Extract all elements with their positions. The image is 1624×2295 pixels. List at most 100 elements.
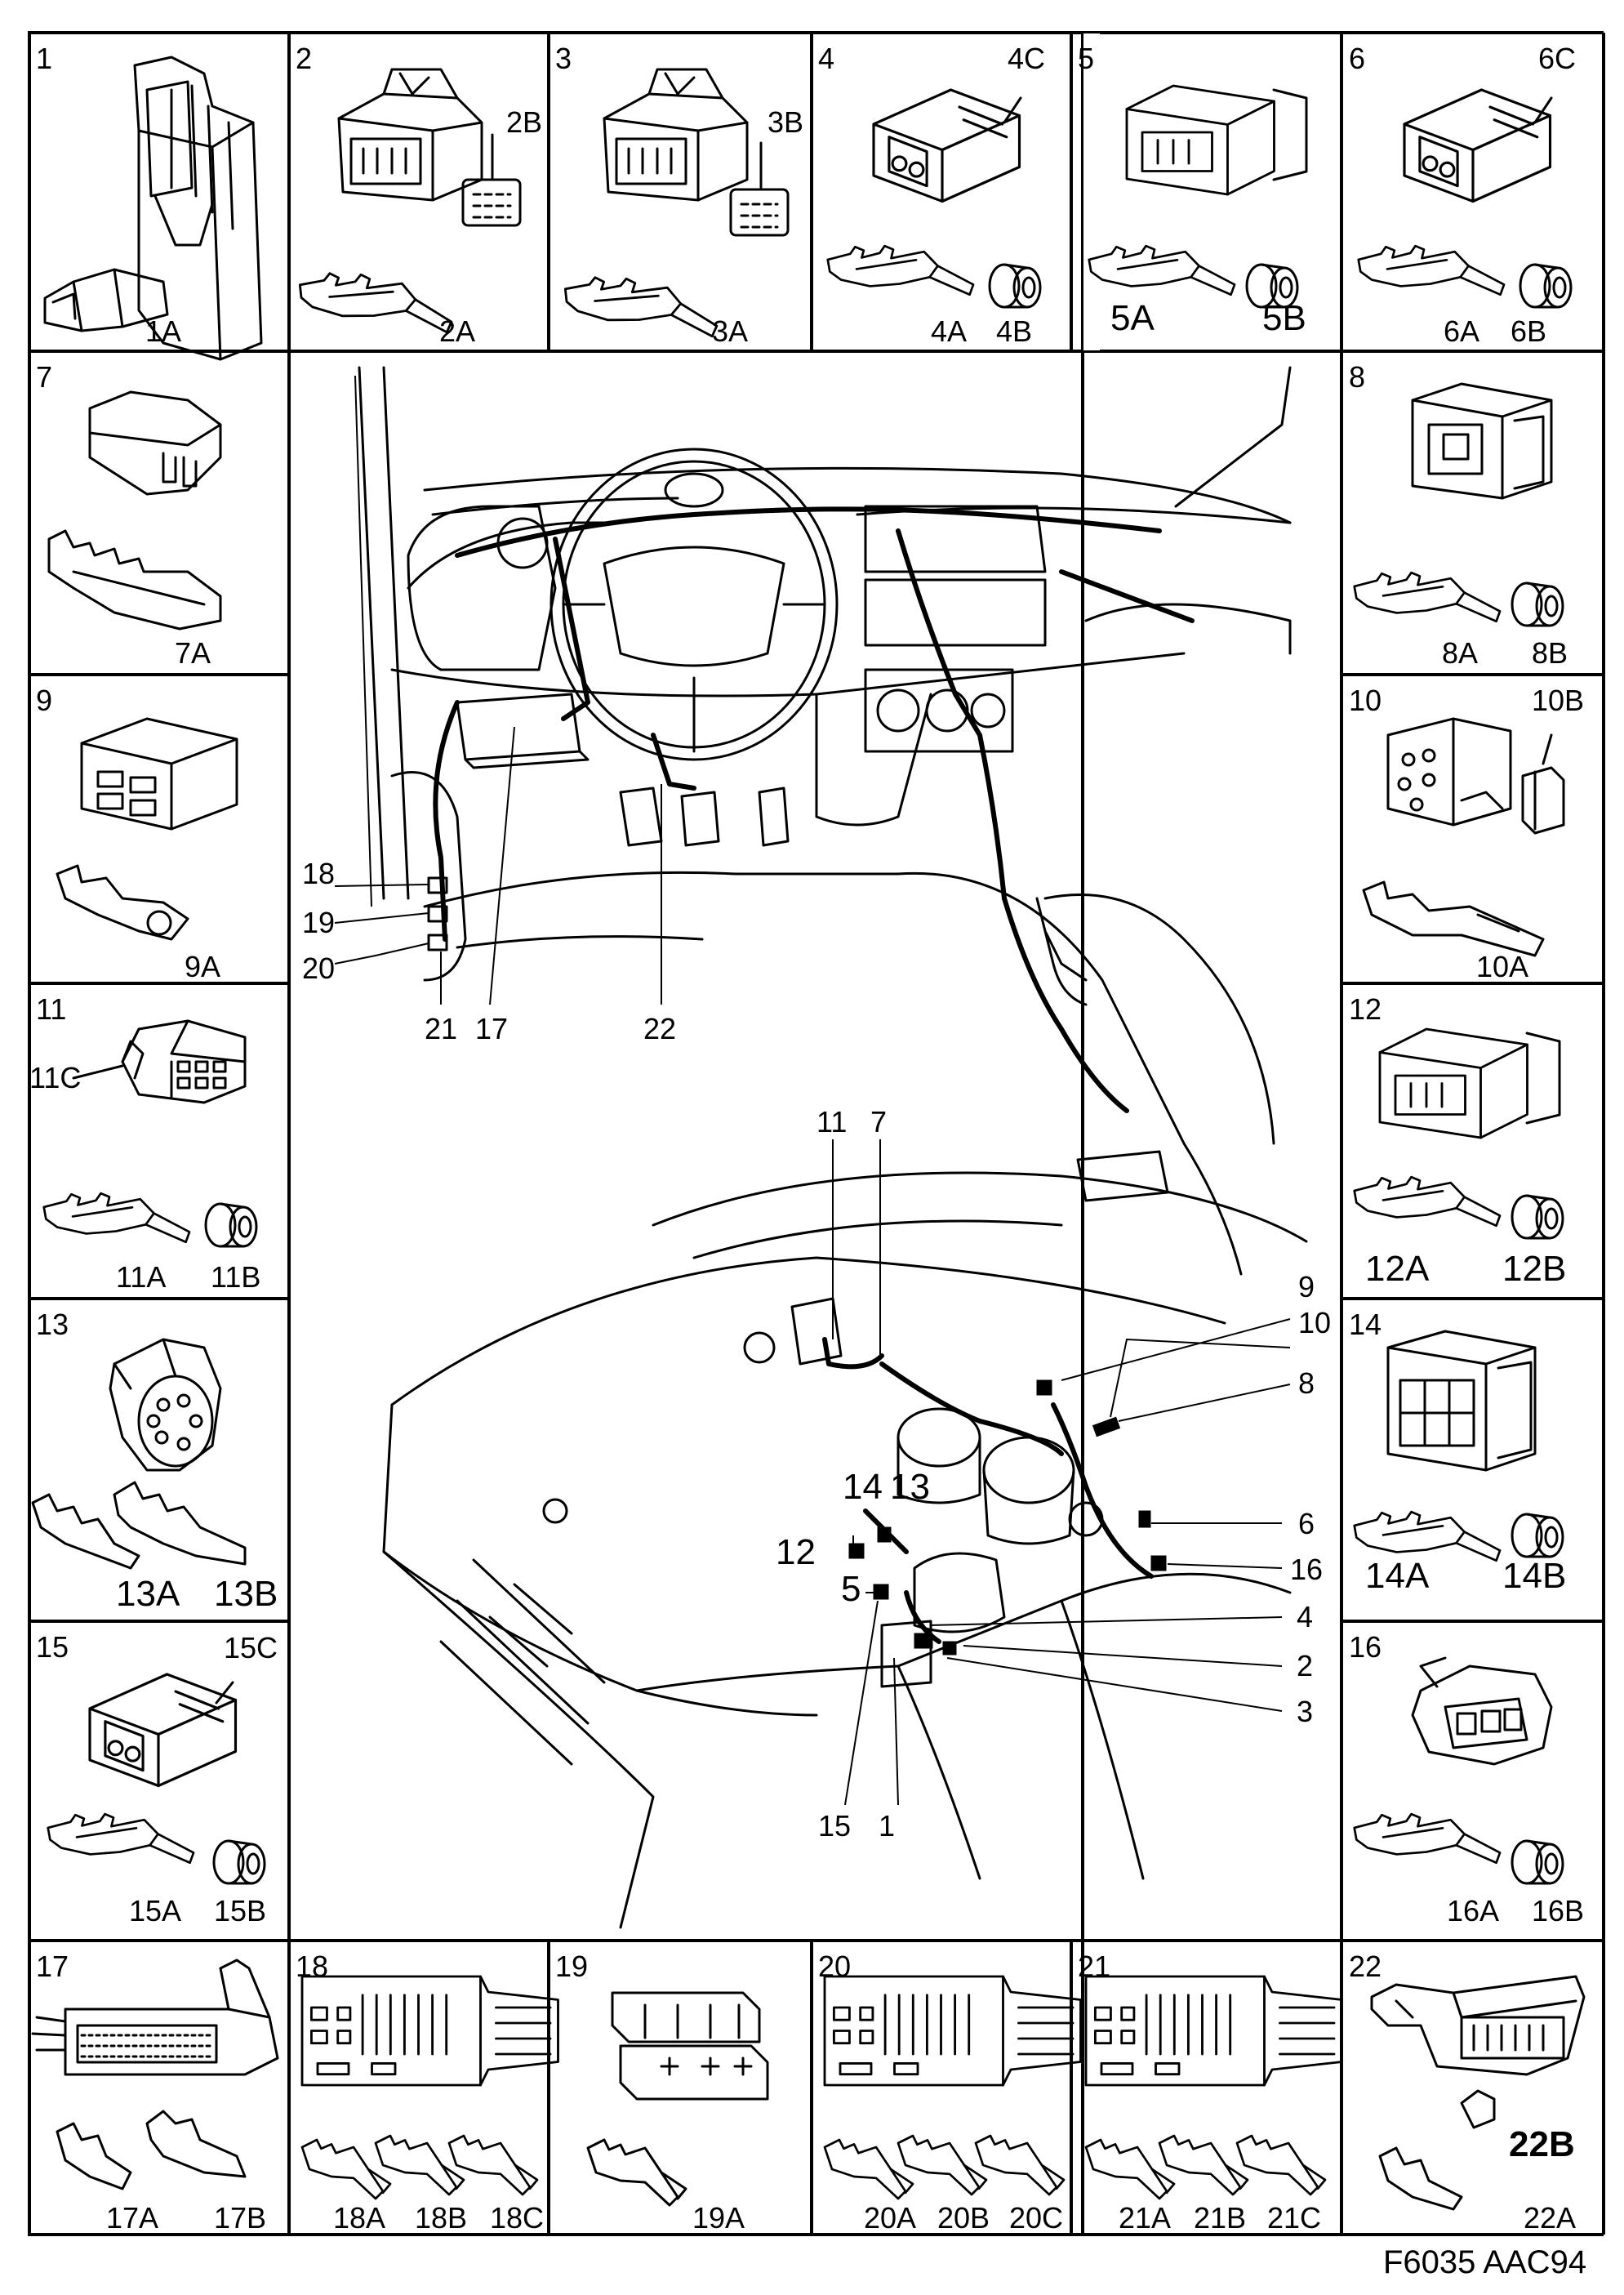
callout-label: 6 (1298, 1507, 1315, 1540)
part-label: 2A (439, 314, 475, 348)
part-label: 19A (692, 2201, 745, 2235)
part-label: 4C (1008, 42, 1045, 75)
cell-number: 17 (36, 1950, 69, 1983)
cell-9 (56, 717, 238, 941)
cell-number: 8 (1349, 360, 1365, 394)
cell-12 (1351, 1027, 1564, 1240)
part-label: 21A (1119, 2201, 1171, 2235)
part-label: 10A (1476, 950, 1528, 983)
callout-label: 7 (870, 1105, 887, 1139)
part-label: 6A (1444, 314, 1479, 348)
cell-number: 12 (1349, 992, 1382, 1026)
part-label: 5B (1262, 298, 1306, 338)
cell-number: 19 (555, 1950, 588, 1983)
cell-number: 4 (818, 42, 834, 75)
part-label: 1A (145, 314, 181, 348)
callout-label: 5 (841, 1569, 861, 1609)
part-label: 4A (931, 314, 967, 348)
callout-label: 3 (1297, 1695, 1313, 1728)
part-label: 20A (864, 2201, 916, 2235)
part-label: 10B (1532, 684, 1584, 717)
part-label: 4B (996, 314, 1032, 348)
cell-number: 9 (36, 684, 52, 717)
part-label: 18C (490, 2201, 544, 2235)
cell-number: 22 (1349, 1950, 1382, 1983)
cell-14 (1351, 1330, 1564, 1562)
cell-number: 2 (296, 42, 312, 75)
part-label: 15A (129, 1894, 181, 1927)
callout-leaders (334, 726, 1291, 1806)
cell-number: 14 (1349, 1308, 1382, 1341)
part-label: 20B (937, 2201, 990, 2235)
cell-17 (31, 1959, 279, 2190)
cell-7 (47, 390, 222, 631)
cell-number: 11 (36, 992, 66, 1026)
callout-label: 15 (818, 1809, 851, 1843)
cell-8 (1351, 382, 1564, 627)
part-label: 16A (1447, 1894, 1499, 1927)
part-label: 17B (214, 2201, 266, 2235)
part-label: 6B (1511, 314, 1546, 348)
part-label: 13A (116, 1574, 180, 1614)
cell-number: 16 (1349, 1630, 1382, 1664)
part-label: 5A (1110, 298, 1155, 338)
callout-label: 20 (302, 951, 335, 985)
cell-5 (1086, 84, 1308, 309)
cell-number: 7 (36, 360, 52, 394)
callout-label: 16 (1290, 1553, 1323, 1586)
cell-4 (825, 88, 1042, 309)
figure-code: F6035 AAC94 (1383, 2244, 1587, 2280)
part-label: 12A (1365, 1249, 1430, 1289)
cell-18 (300, 1975, 559, 2200)
cell-13 (31, 1338, 247, 1570)
callout-label: 11 (816, 1105, 847, 1139)
part-label: 17A (106, 2201, 158, 2235)
callout-label: 13 (890, 1467, 930, 1507)
cell-22 (1370, 1975, 1586, 2211)
callout-label: 21 (425, 1012, 457, 1045)
part-label: 20C (1009, 2201, 1063, 2235)
cell-21 (1084, 1975, 1343, 2200)
callout-label: 14 (843, 1467, 883, 1507)
cell-16 (1351, 1656, 1564, 1885)
part-label: 21C (1267, 2201, 1321, 2235)
callout-label: 2 (1297, 1649, 1313, 1682)
cell-1 (43, 56, 263, 361)
part-label: 15C (224, 1631, 278, 1664)
callout-label: 8 (1298, 1366, 1315, 1400)
callout-label: 22 (643, 1012, 676, 1045)
labels: 1 2 3 4 5 6 7 8 9 10 11 12 13 14 15 16 1… (29, 42, 1584, 2235)
cell-number: 5 (1078, 42, 1094, 75)
cell-number: 10 (1349, 684, 1382, 717)
cell-11 (41, 1019, 258, 1248)
cell-number: 6 (1349, 42, 1365, 75)
part-label: 16B (1532, 1894, 1584, 1927)
cell-number: 13 (36, 1308, 69, 1341)
center-illustration (354, 366, 1308, 1929)
part-label: 11C (29, 1061, 81, 1094)
cell-number: 20 (818, 1950, 851, 1983)
part-label: 7A (175, 636, 211, 670)
callout-label: 9 (1298, 1270, 1315, 1303)
callout-label: 17 (475, 1012, 508, 1045)
part-label: 9A (185, 950, 220, 983)
callout-label: 12 (776, 1532, 816, 1572)
callout-label: 1 (879, 1809, 895, 1843)
part-label: 14B (1502, 1556, 1566, 1596)
part-label: 3B (768, 105, 803, 139)
part-label: 22B (1509, 2124, 1575, 2164)
part-label: 2B (506, 105, 542, 139)
cell-6 (1355, 88, 1573, 309)
part-label: 15B (214, 1894, 266, 1927)
part-label: 8B (1532, 636, 1568, 670)
cell-number: 15 (36, 1630, 69, 1664)
part-label: 22A (1524, 2201, 1576, 2235)
part-label: 6C (1538, 42, 1576, 75)
part-label: 13B (214, 1574, 278, 1614)
cell-3 (560, 68, 790, 338)
cell-number: 3 (555, 42, 572, 75)
part-label: 11B (211, 1260, 260, 1294)
cell-20 (823, 1975, 1082, 2200)
part-label: 11A (116, 1260, 166, 1294)
